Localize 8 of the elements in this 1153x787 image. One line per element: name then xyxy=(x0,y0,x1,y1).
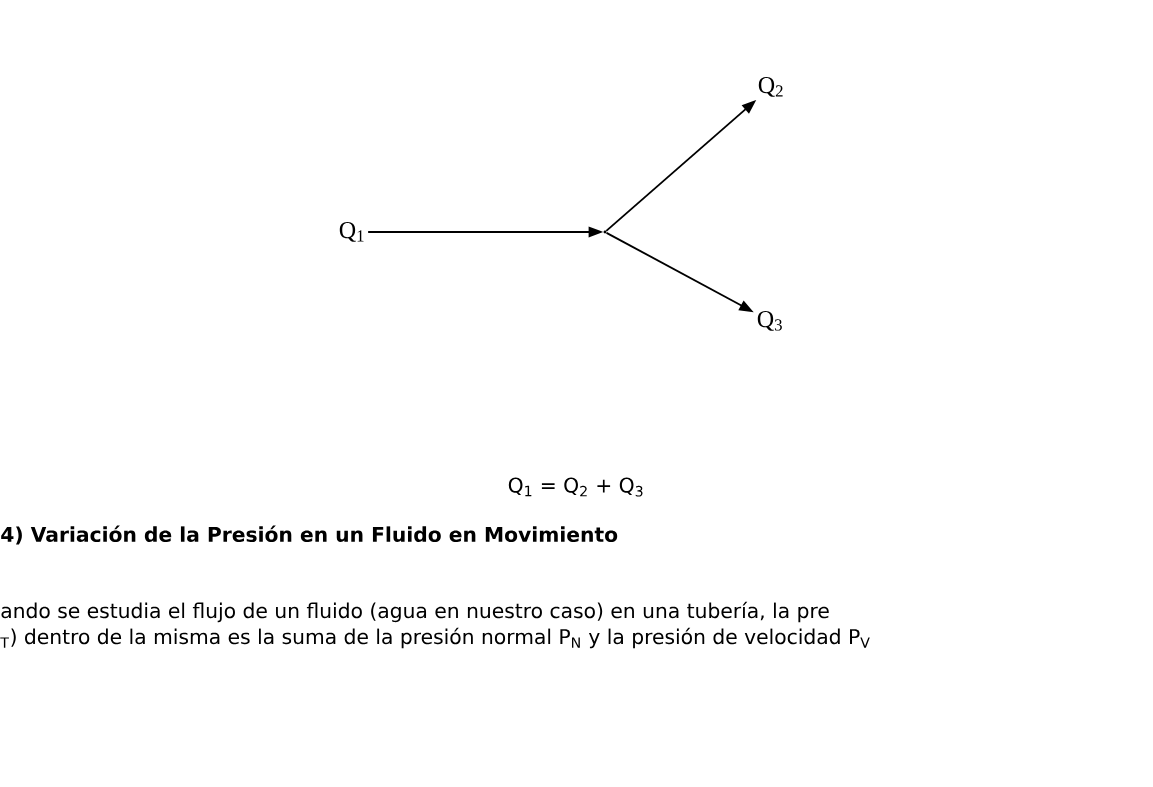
flow-label: Q$_{2}$ xyxy=(758,77,783,97)
section-heading: 4) Variación de la Presión en un Fluido en Movimiento xyxy=(1,525,618,545)
flow-label: Q$_{3}$ xyxy=(757,311,782,331)
flow-label: Q$_{1}$ xyxy=(339,222,364,242)
paragraph-line: $_{T}$) dentro de la misma es la suma de la presión normal P$_{N}$ y la presión de velocidad P$_{V}$ xyxy=(0,627,870,649)
paragraph-line: ando se estudia el flujo de un fluido (agua en nuestro caso) en una tubería, la pre xyxy=(1,601,829,623)
junction-point xyxy=(603,230,607,234)
equation: Q$_{1}$ = Q$_{2}$ + Q$_{3}$ xyxy=(508,477,643,497)
